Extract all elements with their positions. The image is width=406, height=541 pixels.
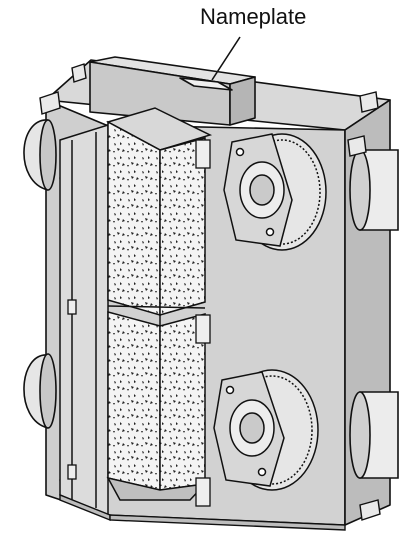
nameplate-plate — [179, 77, 233, 91]
callout-nameplate-label: Nameplate — [200, 4, 307, 29]
duct-collar-right-bottom — [349, 391, 399, 479]
filter-clips — [67, 139, 211, 507]
filter-column — [106, 107, 213, 501]
duct-collar-right-top — [349, 149, 399, 231]
base-rails — [59, 493, 346, 531]
filter-front-upper — [107, 120, 161, 316]
duct-collar-left-top — [23, 119, 57, 191]
fan-motor-upper — [223, 133, 327, 251]
fan-motor-lower — [213, 369, 319, 491]
filter-front-lower — [107, 311, 161, 491]
duct-collar-left-bottom — [23, 353, 57, 429]
door-frame — [59, 123, 109, 517]
nameplate-leader-line — [211, 36, 241, 81]
nameplate-box — [89, 56, 256, 126]
filter-side-upper — [159, 137, 206, 316]
